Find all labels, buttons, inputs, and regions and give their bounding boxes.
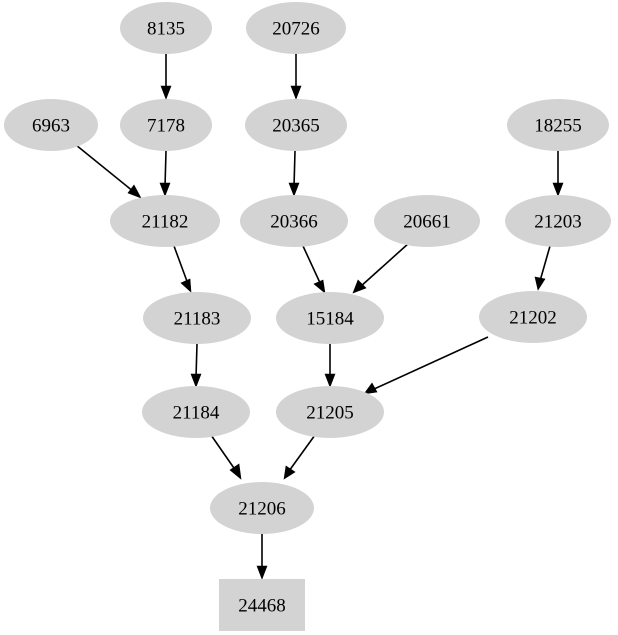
edge-21206-to-24468	[256, 534, 268, 580]
edge-line	[173, 245, 189, 285]
node-ellipse-shape[interactable]	[110, 195, 220, 247]
edge-20366-to-15184	[302, 245, 326, 294]
edge-line	[539, 245, 551, 282]
edge-20726-to-20365	[290, 54, 302, 100]
edge-18255-to-21203	[552, 151, 564, 197]
edge-line	[75, 144, 135, 193]
edge-20661-to-15184	[352, 242, 410, 294]
edge-15184-to-21205	[324, 344, 336, 388]
graph-node-20726[interactable]: 20726	[246, 2, 346, 54]
node-ellipse-shape[interactable]	[374, 195, 480, 247]
graph-node-8135[interactable]: 8135	[120, 2, 212, 54]
node-ellipse-shape[interactable]	[142, 386, 250, 438]
arrowhead-icon	[283, 465, 296, 480]
edge-line	[164, 150, 167, 188]
arrowhead-icon	[324, 373, 336, 388]
graph-node-21205[interactable]: 21205	[276, 386, 384, 438]
edge-20365-to-20366	[288, 150, 300, 197]
edge-line	[359, 242, 410, 288]
node-ellipse-shape[interactable]	[246, 2, 346, 54]
edge-6963-to-21182	[75, 144, 142, 199]
edge-21205-to-21206	[283, 434, 316, 480]
graph-node-21206[interactable]: 21206	[210, 482, 314, 534]
node-ellipse-shape[interactable]	[4, 99, 98, 151]
node-ellipse-shape[interactable]	[245, 99, 347, 151]
edge-7178-to-21182	[159, 150, 171, 197]
graph-node-18255[interactable]: 18255	[507, 99, 609, 151]
arrowhead-icon	[288, 182, 300, 197]
node-ellipse-shape[interactable]	[210, 482, 314, 534]
arrowhead-icon	[552, 182, 564, 197]
arrowhead-icon	[180, 278, 192, 293]
graph-node-21184[interactable]: 21184	[142, 386, 250, 438]
edge-21184-to-21206	[210, 434, 242, 480]
edge-21203-to-21202	[534, 245, 551, 291]
arrowhead-icon	[190, 373, 202, 388]
node-box-shape[interactable]	[219, 579, 305, 631]
graph-node-21183[interactable]: 21183	[143, 292, 251, 344]
arrowhead-icon	[352, 279, 367, 294]
graph-node-6963[interactable]: 6963	[4, 99, 98, 151]
graph-node-15184[interactable]: 15184	[276, 292, 384, 344]
node-ellipse-shape[interactable]	[479, 291, 587, 343]
node-ellipse-shape[interactable]	[276, 386, 384, 438]
node-ellipse-shape[interactable]	[276, 292, 384, 344]
graph-node-20661[interactable]: 20661	[374, 195, 480, 247]
edge-line	[195, 343, 198, 379]
arrowhead-icon	[159, 182, 171, 197]
arrowhead-icon	[534, 276, 546, 291]
graph-node-21182[interactable]: 21182	[110, 195, 220, 247]
edge-line	[210, 434, 237, 472]
node-ellipse-shape[interactable]	[240, 195, 348, 247]
edge-line	[288, 434, 316, 472]
arrowhead-icon	[160, 85, 172, 100]
graph-node-7178[interactable]: 7178	[120, 99, 212, 151]
arrowhead-icon	[313, 279, 326, 294]
arrowhead-icon	[290, 85, 302, 100]
edge-line	[293, 150, 296, 188]
arrowhead-icon	[127, 184, 142, 199]
edge-line	[371, 336, 489, 391]
graph-node-24468[interactable]: 24468	[219, 579, 305, 631]
edge-21202-to-21205	[363, 336, 489, 395]
node-ellipse-shape[interactable]	[505, 195, 611, 247]
graph-node-21203[interactable]: 21203	[505, 195, 611, 247]
edge-line	[302, 245, 322, 286]
edge-21183-to-21184	[190, 343, 202, 388]
edge-21182-to-21183	[173, 245, 192, 293]
arrowhead-icon	[363, 382, 378, 395]
node-ellipse-shape[interactable]	[143, 292, 251, 344]
edge-8135-to-7178	[160, 54, 172, 100]
graph-node-21202[interactable]: 21202	[479, 291, 587, 343]
arrowhead-icon	[229, 463, 242, 480]
arrowhead-icon	[256, 565, 268, 580]
edges-layer	[75, 54, 564, 580]
graph-node-20365[interactable]: 20365	[245, 99, 347, 151]
node-ellipse-shape[interactable]	[507, 99, 609, 151]
node-ellipse-shape[interactable]	[120, 99, 212, 151]
node-ellipse-shape[interactable]	[120, 2, 212, 54]
graph-node-20366[interactable]: 20366	[240, 195, 348, 247]
